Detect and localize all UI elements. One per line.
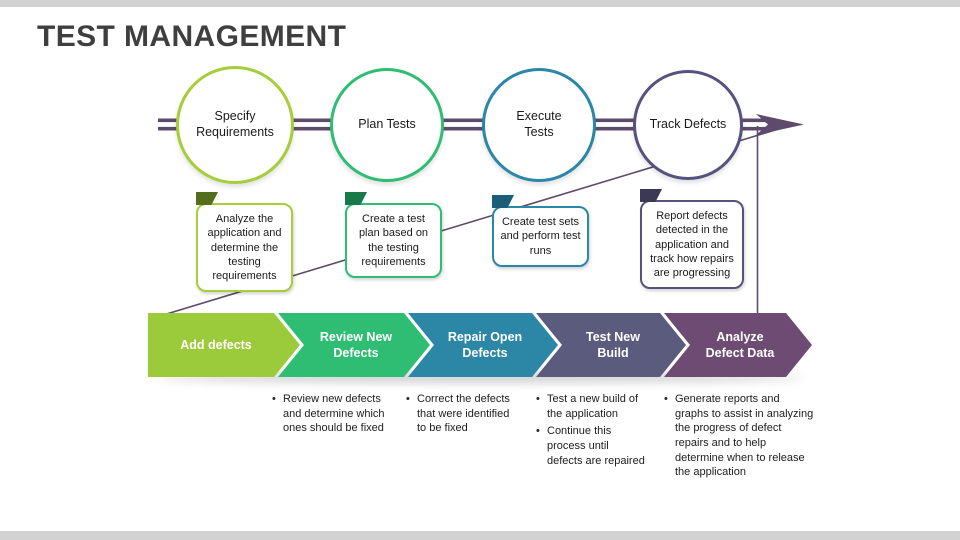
- process-step-repair-open-defects: Repair Open Defects: [408, 313, 558, 377]
- note-execute-tests: Create test sets and perform test runs: [492, 195, 589, 267]
- bullet-item: Test a new build of the application: [536, 392, 646, 421]
- note-track-defects: Report defects detected in the applicati…: [640, 189, 744, 290]
- bullet-list-repair-open-defects: Correct the defects that were identified…: [406, 392, 518, 439]
- bullet-item: Generate reports and graphs to assist in…: [664, 392, 816, 480]
- top-border-strip: [0, 0, 960, 7]
- process-step-label: Test New Build: [586, 329, 640, 360]
- bullet-list-analyze-defect-data: Generate reports and graphs to assist in…: [664, 392, 816, 483]
- bullet-item: Review new defects and determine which o…: [272, 392, 394, 436]
- stage-circle-label: Execute Tests: [516, 109, 562, 139]
- flag-icon: [640, 189, 662, 202]
- process-step-label: Repair Open Defects: [447, 329, 523, 360]
- process-step-test-new-build: Test New Build: [536, 313, 686, 377]
- note-text: Create a test plan based on the testing …: [358, 213, 429, 268]
- note-specify-requirements: Analyze the application and determine th…: [196, 192, 293, 293]
- stage-circle-track-defects: Track Defects: [633, 70, 743, 180]
- process-step-label: Analyze Defect Data: [705, 329, 775, 360]
- note-text: Analyze the application and determine th…: [207, 213, 282, 283]
- stage-circle-execute-tests: Execute Tests: [482, 68, 596, 182]
- note-text: Create test sets and perform test runs: [500, 216, 581, 257]
- stage-circle-label: Plan Tests: [358, 117, 416, 132]
- note-text: Report defects detected in the applicati…: [650, 210, 734, 280]
- chevron-bar-shadow: [158, 374, 803, 381]
- stage-circle-plan-tests: Plan Tests: [330, 68, 444, 182]
- bullet-item: Correct the defects that were identified…: [406, 392, 518, 436]
- bottom-border-strip: [0, 531, 960, 540]
- stage-circle-label: Specify Requirements: [196, 109, 274, 139]
- process-step-label: Add defects: [180, 337, 252, 352]
- flag-icon: [345, 192, 367, 205]
- note-plan-tests: Create a test plan based on the testing …: [345, 192, 442, 279]
- process-step-label: Review New Defects: [319, 329, 393, 360]
- slide-title: TEST MANAGEMENT: [37, 20, 347, 53]
- flag-icon: [196, 192, 218, 205]
- process-step-add-defects: Add defects: [148, 313, 300, 377]
- process-step-analyze-defect-data: Analyze Defect Data: [664, 313, 812, 377]
- stage-circle-specify-requirements: Specify Requirements: [176, 66, 294, 184]
- bullet-list-review-new-defects: Review new defects and determine which o…: [272, 392, 394, 439]
- process-step-review-new-defects: Review New Defects: [278, 313, 430, 377]
- flag-icon: [492, 195, 514, 208]
- bullet-list-test-new-build: Test a new build of the application Cont…: [536, 392, 646, 471]
- stage-circle-label: Track Defects: [649, 117, 727, 132]
- timeline-arrowhead-icon: [756, 114, 804, 135]
- bullet-item: Continue this process until defects are …: [536, 424, 646, 468]
